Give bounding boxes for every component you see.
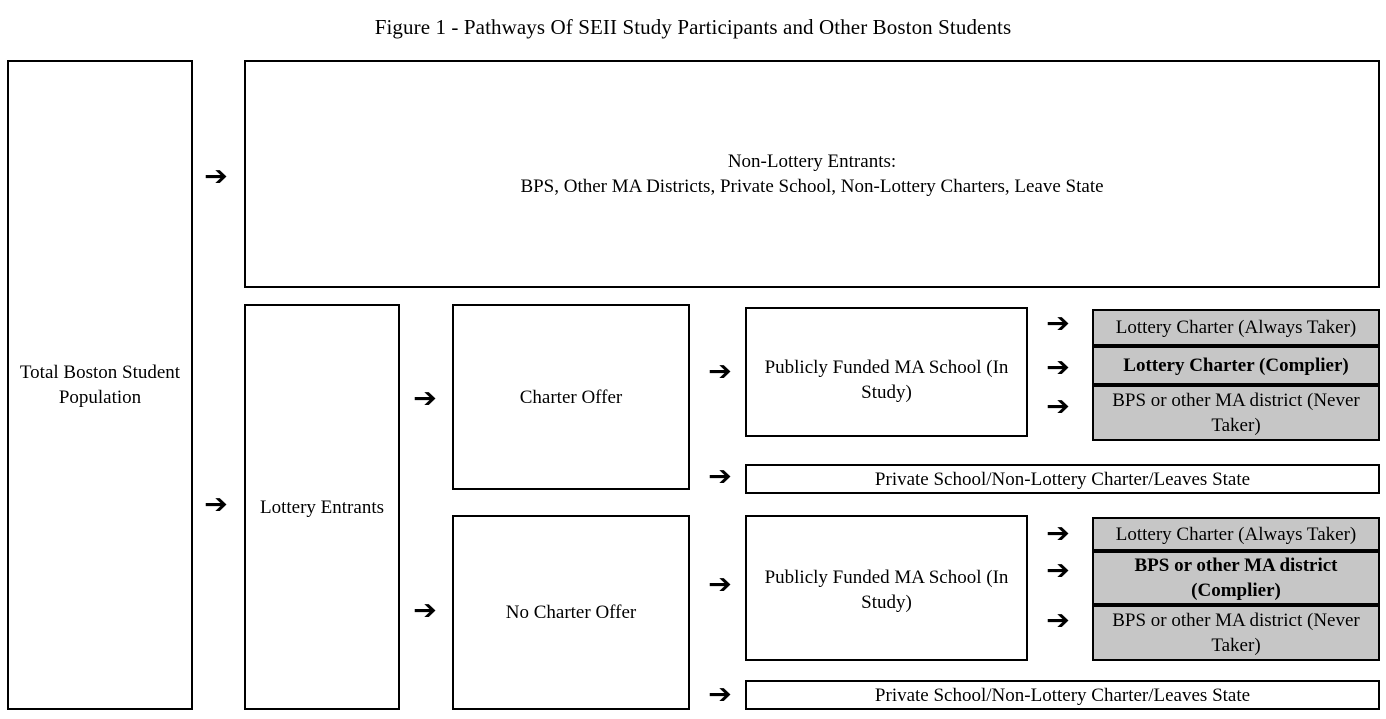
outcome-bottom-complier-label: BPS or other MA district (Complier) [1134,555,1338,601]
outcome-bottom-always-taker-label: Lottery Charter (Always Taker) [1115,523,1357,545]
node-publicly-funded-bottom-label: Publicly Funded MA School (In Study) [764,567,1009,613]
outcome-top-always-taker: Lottery Charter (Always Taker) [1092,309,1380,346]
arrow-glyph: ➔ [708,356,732,387]
arrow-glyph: ➔ [413,383,437,414]
arrow-glyph: ➔ [1046,518,1070,549]
node-private-school-bottom: Private School/Non-Lottery Charter/Leave… [745,680,1380,710]
outcome-top-never-taker-label: BPS or other MA district (Never Taker) [1112,390,1360,436]
arrow-glyph: ➔ [1046,391,1070,422]
arrow-glyph: ➔ [1046,352,1070,383]
arrow-to-outcome-bottom-1: ➔ [1041,518,1075,549]
arrow-glyph: ➔ [1046,605,1070,636]
outcome-top-never-taker: BPS or other MA district (Never Taker) [1092,385,1380,441]
outcome-top-complier-label: Lottery Charter (Complier) [1123,355,1349,376]
node-charter-offer: Charter Offer [452,304,690,490]
arrow-glyph: ➔ [708,569,732,600]
arrow-to-lottery-entrants: ➔ [199,489,233,520]
arrow-to-outcome-bottom-3: ➔ [1041,605,1075,636]
node-private-school-bottom-label: Private School/Non-Lottery Charter/Leave… [874,684,1251,706]
outcome-bottom-complier: BPS or other MA district (Complier) [1092,551,1380,605]
arrow-glyph: ➔ [413,595,437,626]
arrow-to-private-school-top: ➔ [703,461,737,492]
node-no-charter-offer: No Charter Offer [452,515,690,710]
node-private-school-top: Private School/Non-Lottery Charter/Leave… [745,464,1380,494]
arrow-to-non-lottery-entrants: ➔ [199,161,233,192]
arrow-glyph: ➔ [1046,555,1070,586]
node-total-population-label: Total Boston Student Population [19,362,181,408]
arrow-to-outcome-bottom-2: ➔ [1041,555,1075,586]
node-total-boston-student-population: Total Boston Student Population [7,60,193,710]
node-lottery-entrants-label: Lottery Entrants [260,496,384,518]
node-publicly-funded-school-bottom: Publicly Funded MA School (In Study) [745,515,1028,661]
arrow-glyph: ➔ [204,489,228,520]
outcome-top-complier: Lottery Charter (Complier) [1092,346,1380,385]
arrow-to-outcome-top-3: ➔ [1041,391,1075,422]
arrow-to-no-charter-offer: ➔ [408,595,442,626]
arrow-to-outcome-top-2: ➔ [1041,352,1075,383]
node-private-school-top-label: Private School/Non-Lottery Charter/Leave… [874,468,1251,490]
node-no-charter-offer-label: No Charter Offer [505,602,637,623]
non-lottery-line-1: Non-Lottery Entrants: [727,151,897,172]
arrow-to-publicly-funded-top: ➔ [703,356,737,387]
arrow-to-private-school-bottom: ➔ [703,679,737,710]
node-lottery-entrants: Lottery Entrants [244,304,400,710]
node-non-lottery-entrants: Non-Lottery Entrants: BPS, Other MA Dist… [244,60,1380,288]
non-lottery-line-2: BPS, Other MA Districts, Private School,… [520,176,1104,197]
figure-title: Figure 1 - Pathways Of SEII Study Partic… [374,15,1012,39]
outcome-bottom-never-taker: BPS or other MA district (Never Taker) [1092,605,1380,661]
outcome-top-always-taker-label: Lottery Charter (Always Taker) [1115,317,1357,338]
arrow-to-outcome-top-1: ➔ [1041,308,1075,339]
node-non-lottery-entrants-text: Non-Lottery Entrants: BPS, Other MA Dist… [250,149,1374,199]
arrow-glyph: ➔ [708,461,732,492]
node-publicly-funded-school-top: Publicly Funded MA School (In Study) [745,307,1028,437]
arrow-glyph: ➔ [204,161,228,192]
outcome-bottom-always-taker: Lottery Charter (Always Taker) [1092,517,1380,551]
arrow-glyph: ➔ [1046,308,1070,339]
node-charter-offer-label: Charter Offer [519,386,623,408]
node-publicly-funded-top-label: Publicly Funded MA School (In Study) [764,357,1009,403]
arrow-glyph: ➔ [708,679,732,710]
arrow-to-publicly-funded-bottom: ➔ [703,569,737,600]
arrow-to-charter-offer: ➔ [408,383,442,414]
outcome-bottom-never-taker-label: BPS or other MA district (Never Taker) [1112,610,1360,656]
